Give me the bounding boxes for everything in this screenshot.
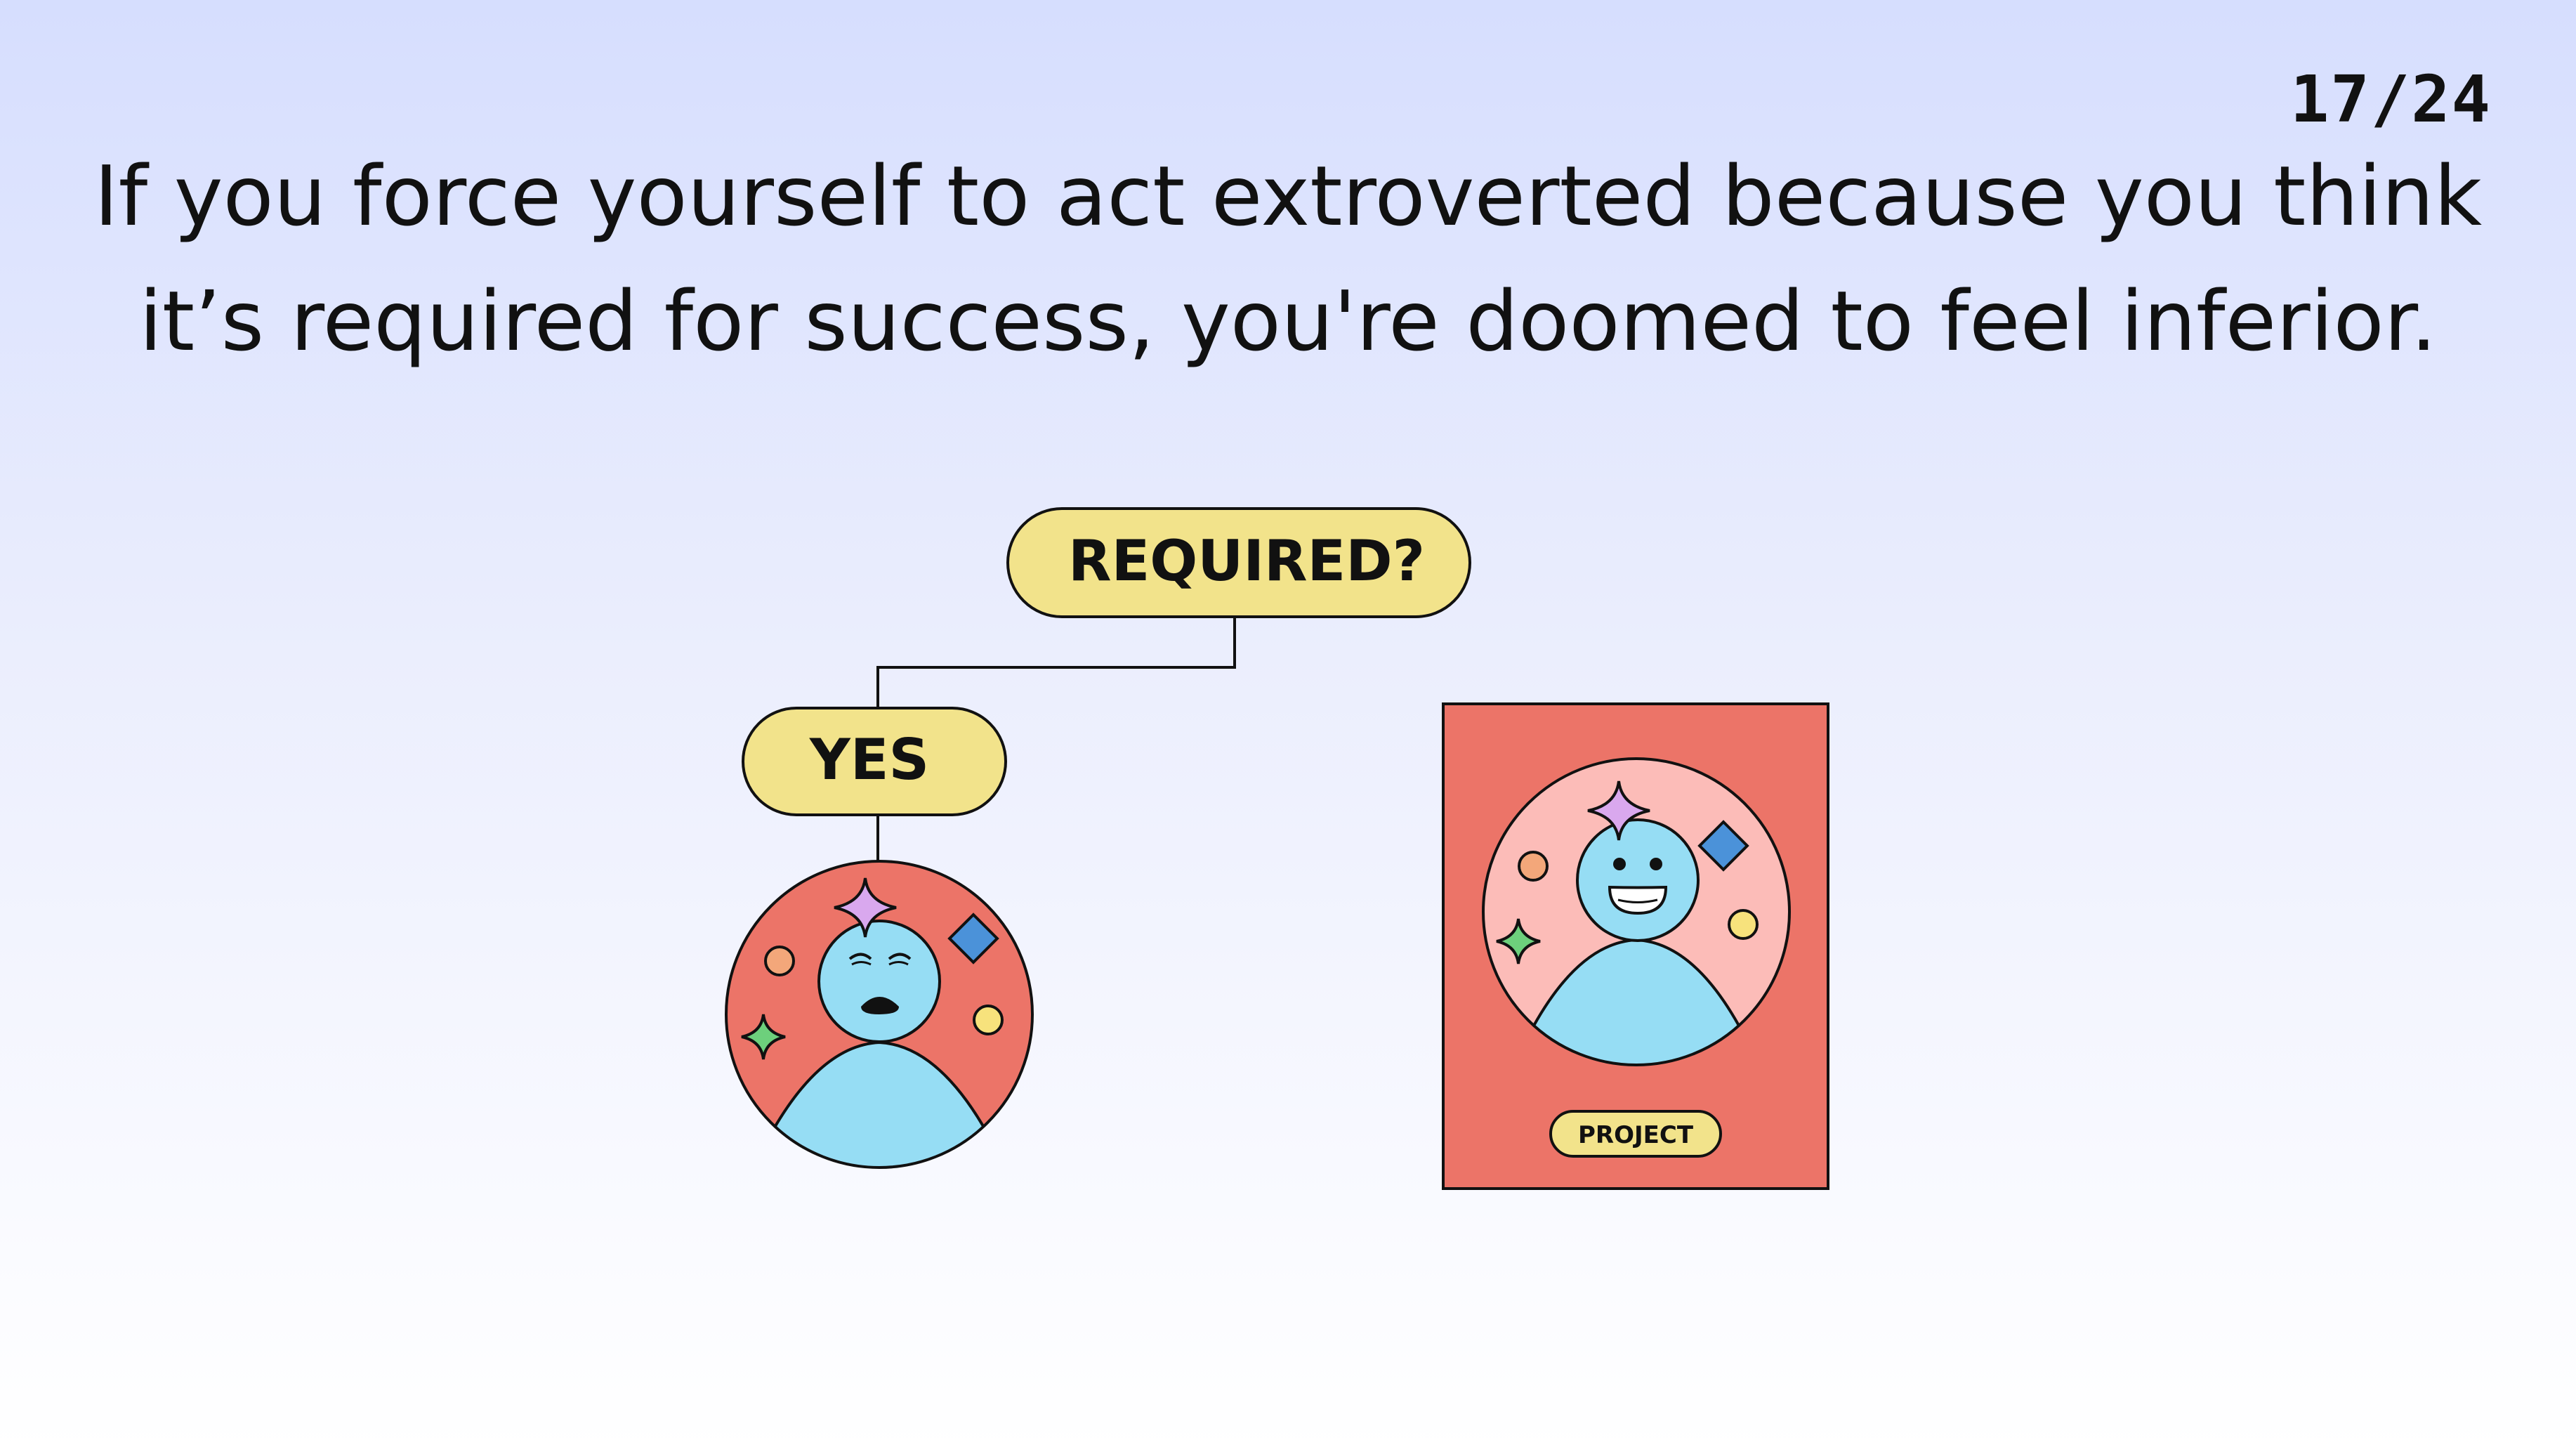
headline: If you force yourself to act extroverted… xyxy=(0,133,2576,384)
yellow-dot-icon xyxy=(973,1005,1004,1035)
page-counter: 17/24 xyxy=(2290,62,2492,137)
avatar-head xyxy=(817,920,941,1043)
smile-mouth xyxy=(1608,885,1668,915)
poster-purple-sparkle-icon xyxy=(1587,780,1650,841)
orange-dot-icon xyxy=(764,946,795,976)
blue-diamond-icon xyxy=(947,913,999,964)
yes-pill: YES xyxy=(742,707,1007,816)
required-pill: REQUIRED? xyxy=(1006,507,1471,618)
headline-line-2: it’s required for success, you're doomed… xyxy=(139,273,2437,369)
project-poster: PROJECT xyxy=(1442,702,1829,1190)
open-mouth xyxy=(861,997,899,1014)
worried-brow-right xyxy=(888,953,912,960)
headline-line-1: If you force yourself to act extroverted… xyxy=(93,148,2483,244)
poster-yellow-dot-icon xyxy=(1728,909,1759,940)
poster-avatar-head xyxy=(1576,818,1700,942)
eye-right xyxy=(1650,858,1662,870)
poster-blue-diamond-icon xyxy=(1697,820,1749,872)
poster-orange-dot-icon xyxy=(1518,851,1549,882)
required-label: REQUIRED? xyxy=(1068,528,1425,594)
yes-label: YES xyxy=(809,727,929,792)
anxious-avatar xyxy=(725,860,1034,1169)
green-sparkle-icon xyxy=(741,1014,786,1060)
connector-required-to-yes xyxy=(876,617,1236,708)
eye-left xyxy=(1613,858,1626,870)
purple-sparkle-icon xyxy=(834,877,897,938)
project-label: PROJECT xyxy=(1578,1121,1694,1149)
project-pill xyxy=(1549,1110,1722,1158)
worried-brow-left xyxy=(848,953,872,960)
poster-green-sparkle-icon xyxy=(1496,918,1541,964)
